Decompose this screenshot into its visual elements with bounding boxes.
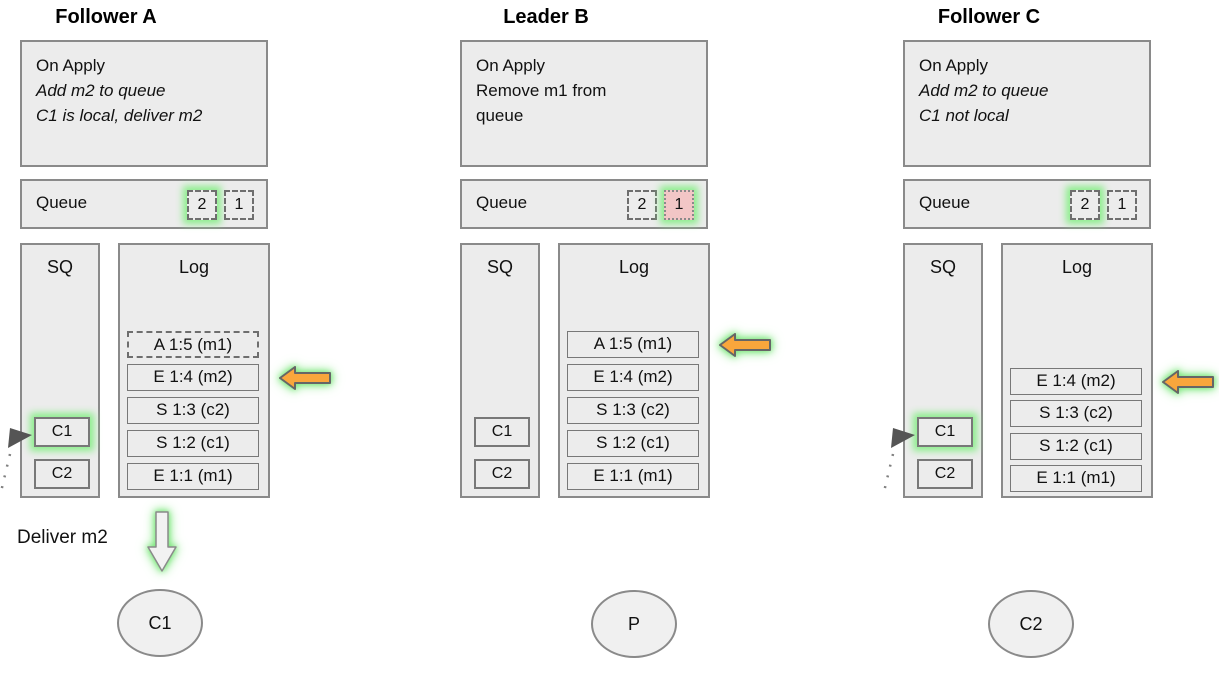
- log-entry: S 1:3 (c2): [1010, 400, 1142, 427]
- log-label: Log: [618, 257, 650, 277]
- down-arrow-icon: [146, 510, 178, 574]
- log-entry: S 1:2 (c1): [1010, 433, 1142, 460]
- column-title: Follower C: [937, 6, 1041, 28]
- log-entry: E 1:1 (m1): [567, 463, 699, 490]
- log-entry: E 1:1 (m1): [1010, 465, 1142, 492]
- on-apply-box: On Apply Remove m1 from queue: [460, 40, 708, 167]
- log-entry: E 1:4 (m2): [567, 364, 699, 391]
- on-apply-body: Add m2 to queue C1 not local: [919, 81, 1049, 125]
- on-apply-box: On Apply Add m2 to queue C1 not local: [903, 40, 1151, 167]
- queue-item-2: 2: [1070, 190, 1100, 220]
- log-entry: E 1:1 (m1): [127, 463, 259, 490]
- log-label: Log: [1061, 257, 1093, 277]
- sq-box: [903, 243, 983, 498]
- sq-item-c2: C2: [917, 459, 973, 489]
- on-apply-box: On Apply Add m2 to queue C1 is local, de…: [20, 40, 268, 167]
- client-circle: C2: [988, 590, 1074, 658]
- log-entry: E 1:4 (m2): [127, 364, 259, 391]
- log-entry: S 1:2 (c1): [567, 430, 699, 457]
- sq-box: [20, 243, 100, 498]
- on-apply-heading: On Apply: [919, 56, 988, 75]
- column-follower-c: Follower C On Apply Add m2 to queue C1 n…: [881, 0, 1219, 673]
- sq-item-c1: C1: [474, 417, 530, 447]
- column-leader-b: Leader B On Apply Remove m1 from queue Q…: [460, 0, 800, 673]
- queue-item-1: 1: [664, 190, 694, 220]
- log-entry: E 1:4 (m2): [1010, 368, 1142, 395]
- queue-label: Queue: [36, 193, 88, 212]
- on-apply-body: Remove m1 from queue: [476, 81, 607, 125]
- sq-item-c1: C1: [34, 417, 90, 447]
- queue-label: Queue: [919, 193, 971, 212]
- queue-box: Queue 2 1: [903, 179, 1151, 229]
- queue-item-2: 2: [627, 190, 657, 220]
- queue-label: Queue: [476, 193, 528, 212]
- column-follower-a: Follower A On Apply Add m2 to queue C1 i…: [0, 0, 360, 673]
- pointer-arrow-icon: [0, 424, 36, 504]
- sq-label: SQ: [486, 257, 513, 277]
- on-apply-body: Add m2 to queue C1 is local, deliver m2: [36, 81, 203, 125]
- on-apply-heading: On Apply: [36, 56, 105, 75]
- client-circle: P: [591, 590, 677, 658]
- sq-box: [460, 243, 540, 498]
- log-entry: A 1:5 (m1): [567, 331, 699, 358]
- column-title: Leader B: [503, 6, 589, 28]
- queue-item-1: 1: [1107, 190, 1137, 220]
- left-arrow-icon: [718, 332, 772, 358]
- sq-label: SQ: [929, 257, 956, 277]
- log-entry: A 1:5 (m1): [127, 331, 259, 358]
- queue-item-2: 2: [187, 190, 217, 220]
- log-label: Log: [178, 257, 210, 277]
- pointer-arrow-icon: [879, 424, 919, 504]
- log-entry: S 1:3 (c2): [567, 397, 699, 424]
- sq-item-c1: C1: [917, 417, 973, 447]
- deliver-label: Deliver m2: [17, 527, 108, 548]
- log-entry: S 1:2 (c1): [127, 430, 259, 457]
- queue-box: Queue 2 1: [460, 179, 708, 229]
- log-entry: S 1:3 (c2): [127, 397, 259, 424]
- column-title: Follower A: [55, 6, 157, 28]
- queue-item-1: 1: [224, 190, 254, 220]
- left-arrow-icon: [278, 365, 332, 391]
- left-arrow-icon: [1161, 369, 1215, 395]
- on-apply-heading: On Apply: [476, 56, 545, 75]
- sq-label: SQ: [46, 257, 73, 277]
- queue-box: Queue 2 1: [20, 179, 268, 229]
- sq-item-c2: C2: [474, 459, 530, 489]
- client-circle: C1: [117, 589, 203, 657]
- sq-item-c2: C2: [34, 459, 90, 489]
